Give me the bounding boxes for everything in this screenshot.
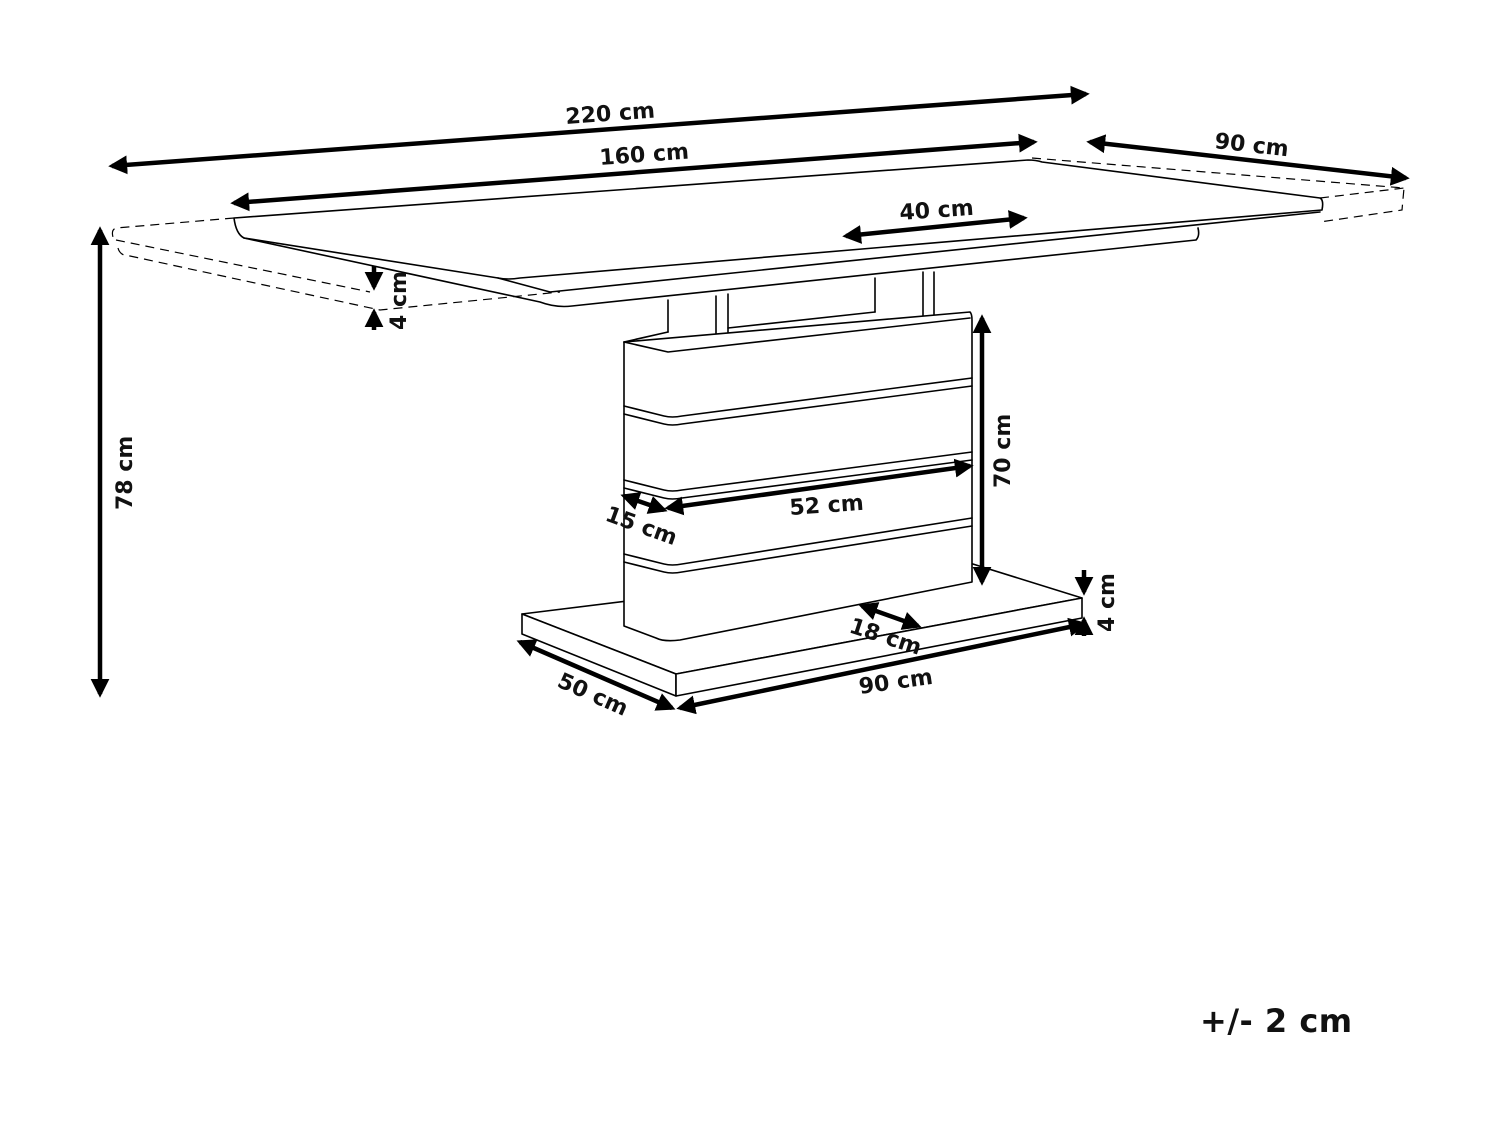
label-base-thickness: 4 cm [1095, 573, 1120, 632]
tolerance-note: +/- 2 cm [1200, 1002, 1353, 1040]
top-supports [667, 271, 935, 347]
label-extension-leaf: 40 cm [899, 196, 975, 226]
label-closed-length: 160 cm [599, 139, 690, 170]
pedestal-column [623, 311, 973, 642]
label-top-thickness: 4 cm [387, 271, 412, 330]
label-base-depth: 50 cm [554, 669, 632, 722]
label-total-height: 78 cm [113, 436, 138, 510]
dimension-lines [90, 85, 1410, 715]
label-pedestal-width: 52 cm [789, 491, 865, 521]
label-pedestal-height: 70 cm [991, 414, 1016, 488]
